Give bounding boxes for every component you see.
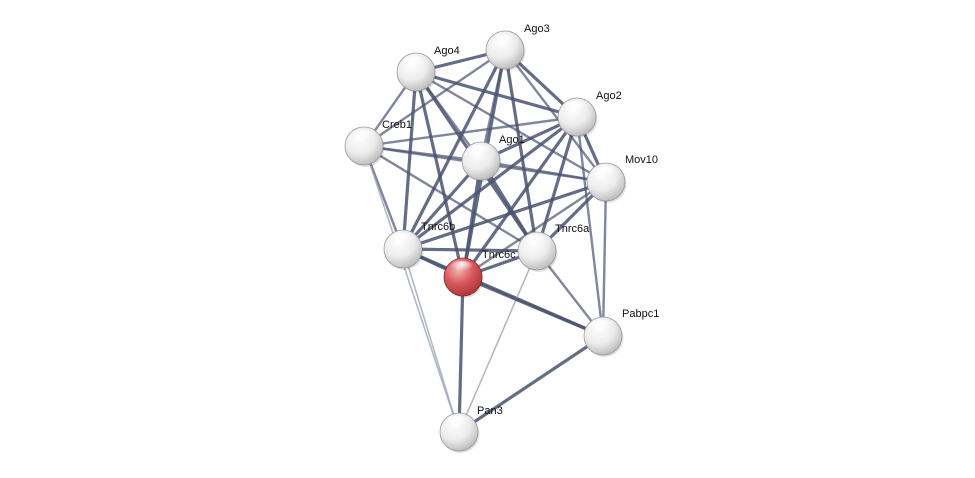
edge-pabpc1-pan3 <box>457 334 605 434</box>
edge-creb1-tnrc6a <box>362 144 539 253</box>
edge-ago3-tnrc6a <box>503 48 539 253</box>
node-mov10[interactable]: Mov10 <box>586 154 658 203</box>
edge-ago3-tnrc6b <box>401 48 507 251</box>
node-label: Pan3 <box>477 405 503 417</box>
edge-ago1-tnrc6c <box>461 159 483 279</box>
node-tnrc6b[interactable]: Tnrc6b <box>383 221 455 270</box>
edge-ago3-creb1 <box>362 48 507 148</box>
node-highlight <box>468 145 492 159</box>
node-ago1[interactable]: Ago1 <box>461 134 525 182</box>
edge-layer <box>362 48 608 434</box>
node-tnrc6c[interactable]: Tnrc6c <box>443 249 516 298</box>
edge-tnrc6c-pabpc1 <box>461 275 605 338</box>
node-label: Tnrc6b <box>421 221 455 233</box>
edge-ago3-mov10 <box>503 48 608 184</box>
node-label: Ago4 <box>434 45 460 57</box>
node-highlight <box>446 416 470 430</box>
edge-tnrc6c-pan3 <box>457 275 465 434</box>
node-tnrc6a[interactable]: Tnrc6a <box>517 223 590 272</box>
edge-ago1-tnrc6b <box>401 159 483 251</box>
node-highlight <box>564 101 588 115</box>
node-creb1[interactable]: Creb1 <box>344 119 412 167</box>
node-highlight <box>390 233 414 247</box>
edge-tnrc6b-pan3 <box>402 248 460 433</box>
node-label: Tnrc6c <box>482 249 516 261</box>
node-pan3[interactable]: Pan3 <box>439 405 503 453</box>
node-label: Ago3 <box>524 23 550 35</box>
node-highlight <box>403 56 427 70</box>
node-highlight <box>492 34 516 48</box>
edge-creb1-pan3 <box>363 145 460 433</box>
node-label: Ago2 <box>596 90 622 102</box>
edge-mov10-tnrc6b <box>401 180 608 251</box>
node-label: Mov10 <box>625 154 658 166</box>
node-pabpc1[interactable]: Pabpc1 <box>583 308 659 357</box>
node-highlight <box>524 235 548 249</box>
node-label: Ago1 <box>499 134 525 146</box>
node-highlight <box>351 130 375 144</box>
edge-ago2-tnrc6b <box>401 115 579 251</box>
node-label: Creb1 <box>382 119 412 131</box>
edge-mov10-tnrc6c <box>461 180 608 279</box>
node-ago2[interactable]: Ago2 <box>557 90 622 138</box>
node-ago4[interactable]: Ago4 <box>396 45 460 93</box>
edge-ago4-tnrc6b <box>401 70 418 251</box>
node-label: Pabpc1 <box>622 308 659 320</box>
node-highlight <box>590 320 614 334</box>
node-label: Tnrc6a <box>555 223 590 235</box>
node-ago3[interactable]: Ago3 <box>485 23 550 71</box>
edge-ago2-tnrc6a <box>535 115 579 253</box>
edge-mov10-pabpc1 <box>601 180 608 338</box>
node-highlight <box>450 261 474 275</box>
node-highlight <box>593 166 617 180</box>
edge-tnrc6b-tnrc6a <box>401 247 539 253</box>
edge-tnrc6a-pan3 <box>458 250 538 433</box>
edge-ago2-pabpc1 <box>575 115 605 338</box>
edge-ago1-mov10 <box>479 159 608 184</box>
edge-ago2-creb1 <box>362 115 579 148</box>
